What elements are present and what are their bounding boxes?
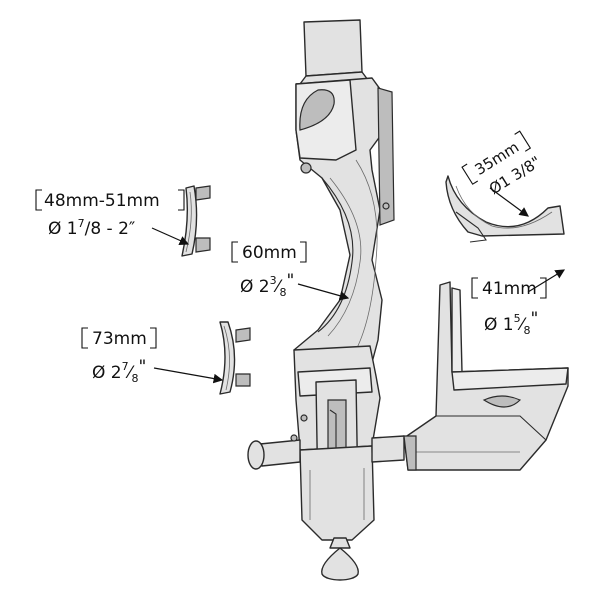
svg-text:48mm-51mm: 48mm-51mm: [44, 191, 160, 211]
knob-drop: [321, 547, 359, 581]
label-48mm: 48mm-51mm Ø 17/8 - 2″: [35, 189, 185, 239]
label-60mm: 60mm Ø 23⁄8": [231, 241, 307, 299]
svg-text:41mm: 41mm: [482, 279, 537, 299]
right-angle-bracket: [403, 281, 569, 471]
label-35mm: 35mm Ø1 3/8": [461, 130, 544, 198]
svg-text:60mm: 60mm: [242, 243, 297, 263]
svg-text:73mm: 73mm: [92, 329, 147, 349]
insert-73mm: [219, 321, 251, 395]
svg-text:Ø 23⁄8": Ø 23⁄8": [240, 271, 294, 299]
leader-60: [297, 283, 350, 301]
svg-text:Ø 27⁄8": Ø 27⁄8": [92, 357, 146, 385]
leader-73: [153, 367, 224, 384]
label-41mm: 41mm Ø 15⁄8": [471, 277, 547, 337]
knob-hole: [299, 89, 335, 131]
label-73mm: 73mm Ø 27⁄8": [81, 327, 157, 385]
svg-text:Ø 15⁄8": Ø 15⁄8": [484, 309, 538, 337]
svg-text:Ø 17/8 - 2″: Ø 17/8 - 2″: [48, 217, 135, 239]
main-clamp-body: [247, 19, 405, 581]
leader-48: [151, 227, 190, 245]
saddle-insert-35mm: [445, 175, 565, 243]
insert-48mm: [181, 185, 211, 257]
leader-35: [489, 187, 529, 217]
